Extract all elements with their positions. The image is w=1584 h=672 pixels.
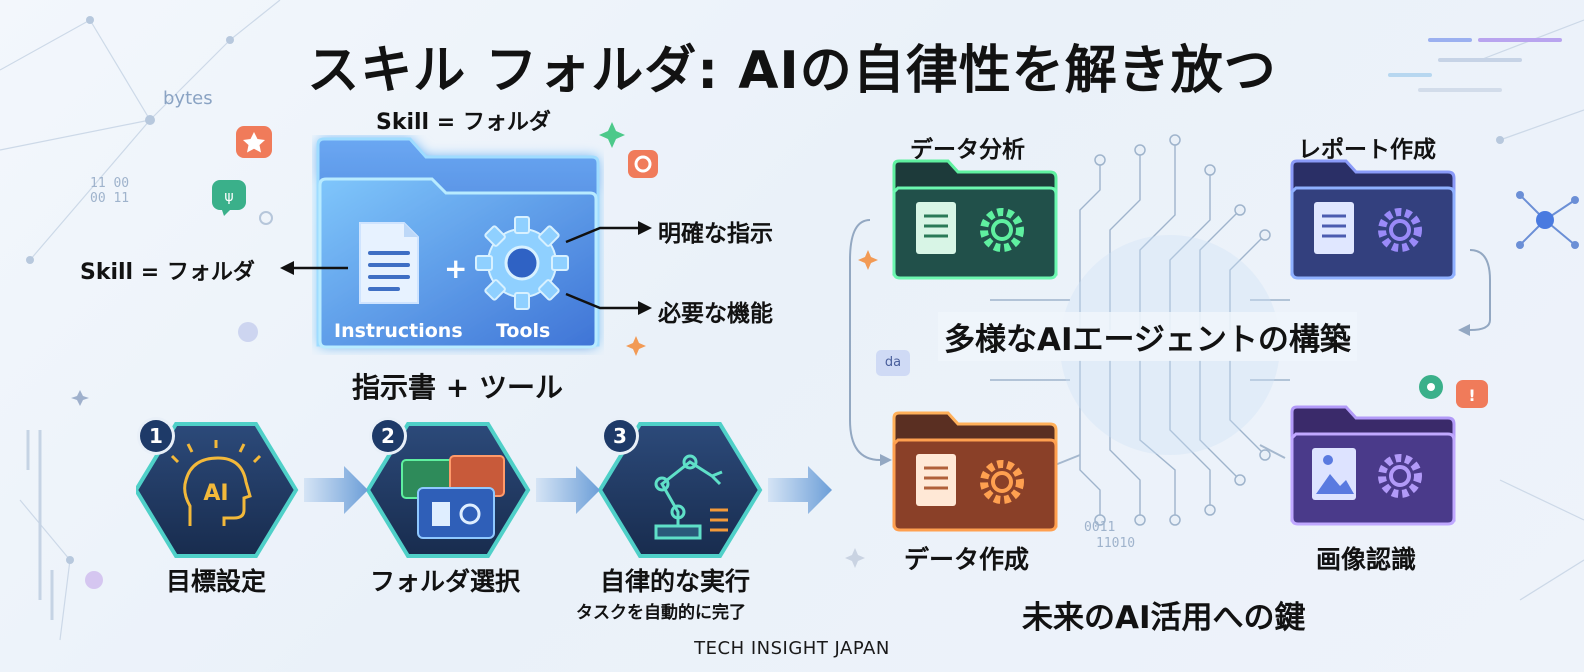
da-tag: da — [876, 350, 910, 376]
data-creation-folder — [892, 411, 1058, 532]
document-icon — [359, 222, 419, 304]
data-analysis-folder — [892, 159, 1058, 280]
step-label-2: フォルダ選択 — [370, 567, 521, 596]
footer-brand: TECH INSIGHT JAPAN — [694, 638, 890, 659]
plus-sign: + — [444, 252, 468, 285]
chat-tool-icon: ψ — [212, 180, 246, 216]
folder-top-label: Skill = フォルダ — [376, 110, 551, 135]
tools-label: Tools — [496, 320, 551, 342]
flow-arrow — [768, 466, 832, 514]
gear-icon — [475, 216, 569, 310]
ai-head-icon — [170, 440, 262, 526]
chat-bubble-icon — [1419, 375, 1443, 399]
clear-instructions-label: 明確な指示 — [658, 221, 773, 247]
step-number-badge: 2 — [372, 420, 404, 452]
sparkle-icon — [858, 250, 878, 270]
step-number-badge: 3 — [604, 420, 636, 452]
ai-text: AI — [203, 481, 228, 506]
bytes-label: bytes — [163, 88, 213, 109]
folder-caption: 指示書 + ツール — [352, 371, 563, 404]
star-badge-icon — [236, 126, 272, 158]
step-label-3: 自律的な実行 — [600, 567, 751, 596]
sparkle-icon — [626, 336, 646, 356]
step-hexagon-1 — [136, 422, 299, 558]
folder-label-report: レポート作成 — [1298, 137, 1436, 163]
sparkle-icon — [845, 548, 865, 568]
binary-text: 11 00 00 11 — [90, 176, 130, 206]
steps-flow: AI — [136, 422, 832, 558]
folder-arrows — [280, 221, 652, 315]
folders-icon — [401, 455, 505, 539]
flow-arrow — [536, 466, 600, 514]
step-number-badge: 1 — [140, 420, 172, 452]
center-agents-label: 多様なAIエージェントの構築 — [938, 312, 1357, 361]
future-key-label: 未来のAI活用への鍵 — [1022, 600, 1306, 636]
robot-arm-icon — [654, 454, 728, 540]
skill-folder — [316, 137, 600, 349]
flow-arrow — [304, 466, 368, 514]
report-folder — [1290, 159, 1456, 280]
sparkle-icon — [599, 122, 625, 148]
svg-text:!: ! — [1468, 386, 1475, 405]
image-recognition-folder — [1290, 405, 1456, 526]
svg-text:ψ: ψ — [224, 189, 233, 205]
folder-left-label: Skill = フォルダ — [80, 260, 255, 285]
folder-label-data-creation: データ作成 — [904, 545, 1030, 574]
binary-text: 0011 — [1084, 520, 1116, 535]
instructions-label: Instructions — [334, 320, 463, 342]
alert-badge-icon: ! — [1456, 380, 1488, 408]
binary-text: 11010 — [1096, 536, 1136, 551]
gear-badge-icon — [628, 150, 658, 178]
required-functions-label: 必要な機能 — [658, 301, 773, 327]
folder-label-data-analysis: データ分析 — [910, 137, 1025, 163]
step-sub-label-3: タスクを自動的に完了 — [576, 603, 746, 623]
folder-label-image-recognition: 画像認識 — [1316, 545, 1417, 574]
step-label-1: 目標設定 — [166, 567, 267, 596]
page-title: スキル フォルダ: AIの自律性を解き放つ — [307, 41, 1277, 101]
